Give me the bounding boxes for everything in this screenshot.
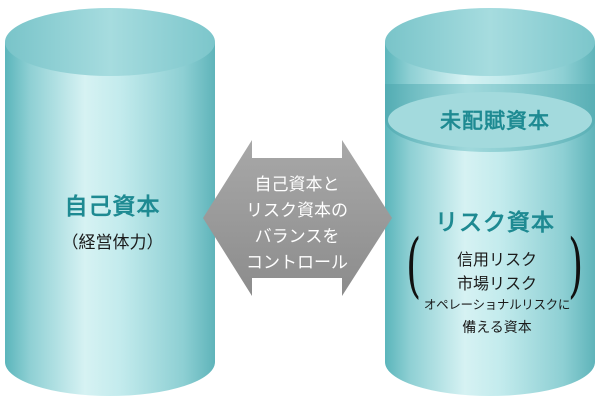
unallocated-band	[388, 92, 592, 148]
right-cylinder	[385, 8, 595, 396]
unallocated-capital-label: 未配賦資本	[440, 109, 550, 133]
operational-risk-item: オペレーショナルリスクに	[423, 297, 571, 312]
equity-capital-title: 自己資本	[64, 194, 161, 220]
double-arrow-shape	[203, 140, 392, 296]
equity-capital-subtitle: （経営体力）	[61, 233, 164, 253]
arrow-text-line-1: 自己資本と	[254, 175, 340, 195]
left-cylinder	[5, 8, 215, 396]
capital-for-item: 備える資本	[462, 320, 532, 336]
market-risk-item: 市場リスク	[456, 274, 537, 293]
arrow-text-line-4: コントロール	[246, 253, 348, 273]
credit-risk-item: 信用リスク	[456, 250, 537, 269]
risk-capital-title: リスク資本	[435, 210, 555, 236]
left-parenthesis: (	[406, 224, 422, 306]
right-parenthesis: )	[568, 224, 584, 306]
arrow-text-line-2: リスク資本の	[246, 201, 348, 221]
arrow-text-line-3: バランスを	[254, 227, 340, 247]
